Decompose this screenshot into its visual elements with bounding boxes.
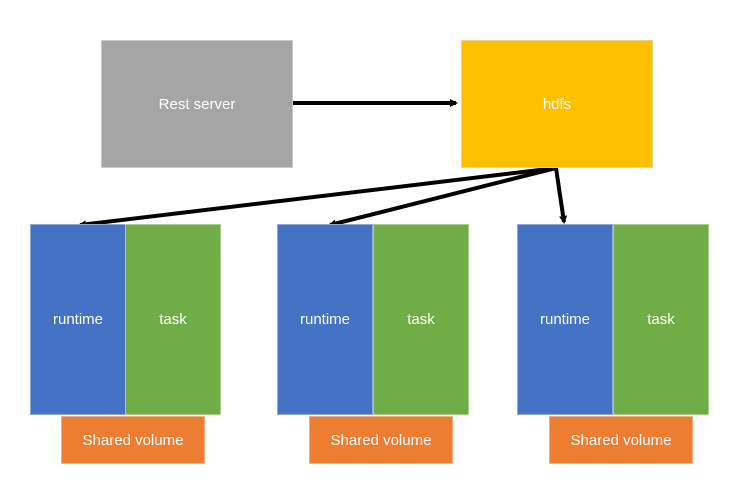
shared-volume-node-3: Shared volume [549, 416, 693, 464]
shared-volume-label: Shared volume [82, 431, 184, 449]
shared-volume-node-2: Shared volume [309, 416, 453, 464]
task-label: task [159, 311, 187, 328]
hdfs-node: hdfs [461, 40, 653, 168]
task-label: task [647, 311, 675, 328]
arrow-hdfs-to-runtime-1 [78, 166, 557, 229]
runtime-node-2: runtime [277, 224, 373, 415]
shared-volume-label: Shared volume [330, 431, 432, 449]
runtime-label: runtime [52, 311, 104, 328]
runtime-label: runtime [299, 311, 351, 328]
rest-server-node: Rest server [101, 40, 293, 168]
arrow-hdfs-to-runtime-3 [554, 167, 568, 224]
arrow-hdfs-to-runtime-2 [328, 166, 557, 228]
hdfs-label: hdfs [542, 95, 572, 113]
runtime-label: runtime [539, 311, 591, 328]
rest-server-label: Rest server [158, 95, 236, 113]
runtime-node-1: runtime [30, 224, 126, 415]
task-node-1: task [125, 224, 221, 415]
task-node-2: task [373, 224, 469, 415]
task-node-3: task [613, 224, 709, 415]
runtime-node-3: runtime [517, 224, 613, 415]
task-label: task [407, 311, 435, 328]
shared-volume-node-1: Shared volume [61, 416, 205, 464]
shared-volume-label: Shared volume [570, 431, 672, 449]
